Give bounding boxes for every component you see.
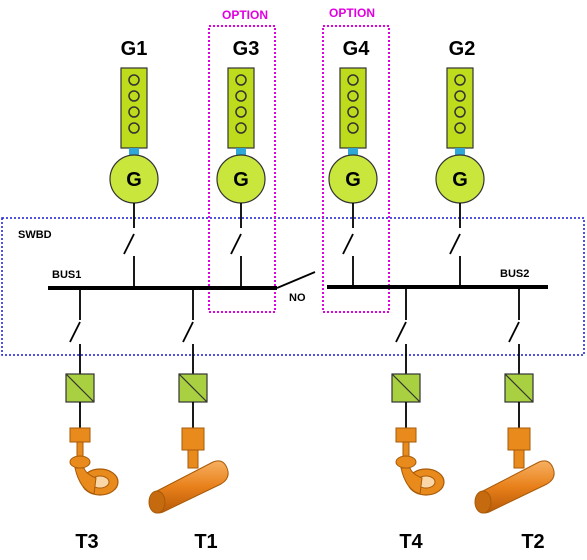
breaker-t4 bbox=[395, 321, 407, 343]
coupling bbox=[348, 148, 358, 156]
generator-letter: G bbox=[345, 169, 361, 191]
drive-t4 bbox=[391, 373, 421, 428]
breaker-t3 bbox=[69, 321, 81, 343]
generator-set-g2: G bbox=[435, 67, 485, 204]
generator-label-g4: G4 bbox=[343, 38, 371, 60]
generator-label-g1: G1 bbox=[121, 38, 148, 60]
thruster-label-t1: T1 bbox=[194, 531, 217, 553]
tunnel-thruster-t1 bbox=[148, 427, 229, 514]
drive-t1 bbox=[178, 373, 208, 428]
option-label-g4: OPTION bbox=[329, 6, 375, 20]
thruster-breakers bbox=[69, 287, 520, 374]
azimuth-thruster-t4 bbox=[395, 427, 445, 496]
coupling bbox=[236, 148, 246, 156]
drive-t2 bbox=[504, 373, 534, 428]
bus2-label: BUS2 bbox=[500, 268, 529, 280]
bus-tie-breaker bbox=[276, 271, 316, 289]
thruster-label-t3: T3 bbox=[75, 531, 98, 553]
azimuth-thruster-t3 bbox=[69, 427, 119, 496]
breaker-g1 bbox=[123, 233, 135, 255]
switchboard-label: SWBD bbox=[18, 229, 52, 241]
coupling bbox=[455, 148, 465, 156]
generator-letter: G bbox=[233, 169, 249, 191]
generator-letter: G bbox=[126, 169, 142, 191]
breaker-g3 bbox=[230, 233, 242, 255]
breaker-g4 bbox=[342, 233, 354, 255]
tunnel-thruster-t2 bbox=[474, 427, 555, 514]
breaker-g2 bbox=[449, 233, 461, 255]
switchboard-box bbox=[1, 217, 585, 356]
option-label-g3: OPTION bbox=[222, 8, 268, 22]
bus1-label: BUS1 bbox=[52, 269, 81, 281]
thruster-label-t4: T4 bbox=[399, 531, 423, 553]
generator-label-g3: G3 bbox=[233, 38, 260, 60]
generator-label-g2: G2 bbox=[449, 38, 476, 60]
drive-t3 bbox=[65, 373, 95, 428]
option-box-g4 bbox=[322, 25, 390, 313]
generator-set-g1: G bbox=[109, 67, 159, 204]
bus-tie-label: NO bbox=[289, 292, 306, 304]
generator-set-g4: G bbox=[328, 67, 378, 204]
thruster-label-t2: T2 bbox=[521, 531, 544, 553]
breaker-t2 bbox=[508, 321, 520, 343]
generator-letter: G bbox=[452, 169, 468, 191]
option-box-g3 bbox=[208, 25, 276, 313]
generator-set-g3: G bbox=[216, 67, 266, 204]
breaker-t1 bbox=[182, 321, 194, 343]
coupling bbox=[129, 148, 139, 156]
generator-breakers bbox=[123, 203, 461, 288]
